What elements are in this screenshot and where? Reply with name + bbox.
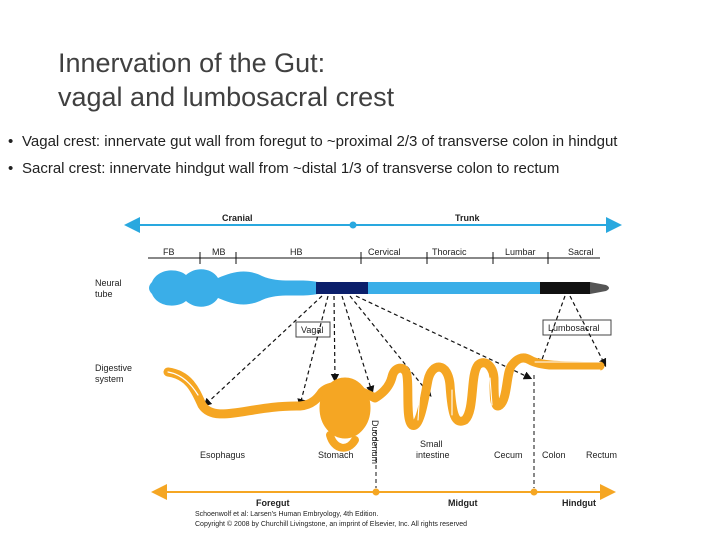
lumbosacral-label: Lumbosacral [548, 323, 600, 333]
lumbosacral-arrows [538, 295, 607, 368]
segment-mb: MB [212, 247, 226, 257]
cecum-label: Cecum [494, 450, 523, 460]
caption-line-2: Copyright © 2008 by Churchill Livingston… [195, 520, 467, 528]
gut-tube [163, 353, 605, 452]
digestive-label-2: system [95, 374, 124, 384]
segment-cervical: Cervical [368, 247, 401, 257]
vagal-arrows [203, 295, 533, 408]
caption-line-1: Schoenwolf et al: Larsen's Human Embryol… [195, 511, 378, 518]
title-line-2: vagal and lumbosacral crest [58, 82, 395, 112]
duodenum-label: Duodenum [370, 420, 380, 464]
hindgut-label: Hindgut [562, 498, 596, 508]
bullet-list: •Vagal crest: innervate gut wall from fo… [8, 128, 617, 182]
cranial-trunk-axis: Cranial Trunk [124, 213, 622, 233]
neural-tube [149, 269, 609, 307]
lumbosacral-box: Lumbosacral [542, 319, 612, 336]
segment-lumbar: Lumbar [505, 247, 536, 257]
digestive-label-1: Digestive [95, 363, 132, 373]
segment-fb: FB [163, 247, 175, 257]
bullet-vagal: •Vagal crest: innervate gut wall from fo… [8, 133, 618, 150]
vagal-box: Vagal [295, 321, 331, 338]
neural-label-2: tube [95, 289, 113, 299]
vagal-label: Vagal [301, 325, 323, 335]
segment-thoracic: Thoracic [432, 247, 467, 257]
segment-ruler: FB MB HB Cervical Thoracic Lumbar Sacral [148, 247, 600, 264]
title-line-1: Innervation of the Gut: [58, 48, 326, 78]
bullet-sacral: •Sacral crest: innervate hindgut wall fr… [8, 160, 560, 177]
colon-label: Colon [542, 450, 566, 460]
esophagus-label: Esophagus [200, 450, 246, 460]
segment-sacral: Sacral [568, 247, 594, 257]
gut-region-axis: Foregut Midgut Hindgut [151, 375, 616, 508]
rectum-label: Rectum [586, 450, 617, 460]
midgut-label: Midgut [448, 498, 478, 508]
slide-title: Innervation of the Gut: vagal and lumbos… [58, 46, 394, 114]
neural-label-1: Neural [95, 278, 122, 288]
small-intestine-label-1: Small [420, 439, 443, 449]
foregut-label: Foregut [256, 498, 290, 508]
cranial-label: Cranial [222, 213, 253, 223]
small-intestine-label-2: intestine [416, 450, 450, 460]
segment-hb: HB [290, 247, 303, 257]
stomach-label: Stomach [318, 450, 354, 460]
trunk-label: Trunk [455, 213, 480, 223]
